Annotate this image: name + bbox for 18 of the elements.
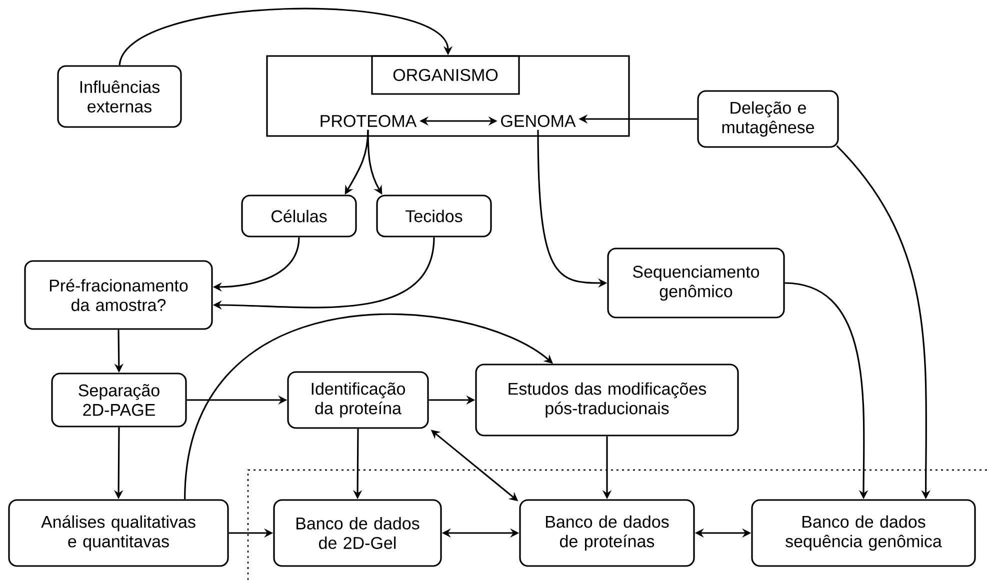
process-box: Sequenciamento genômico: [607, 248, 785, 318]
process-box: Pré-fracionamento da amostra?: [24, 260, 213, 330]
frame-box: ORGANISMO: [371, 55, 520, 95]
process-box: Banco de dados sequência genômica: [751, 499, 976, 567]
process-box: Banco de dados de proteínas: [519, 499, 695, 567]
process-box: Tecidos: [376, 194, 492, 238]
process-box: Separação 2D-PAGE: [51, 372, 187, 428]
process-box: Banco de dados de 2D-Gel: [273, 499, 442, 567]
process-box: Identificação da proteína: [287, 371, 429, 429]
process-box: Estudos das modificações pós-traducionais: [475, 364, 739, 436]
process-box: Células: [241, 194, 357, 238]
process-box: Influências externas: [57, 65, 182, 128]
node-text: PROTEOMA: [320, 114, 417, 128]
node-text: GENOMA: [501, 114, 576, 128]
process-box: Análises qualitativas e quantitavas: [8, 499, 229, 567]
process-box: Deleção e mutagênese: [697, 90, 839, 148]
frame-box: [266, 55, 630, 137]
arrow: [118, 8, 453, 66]
